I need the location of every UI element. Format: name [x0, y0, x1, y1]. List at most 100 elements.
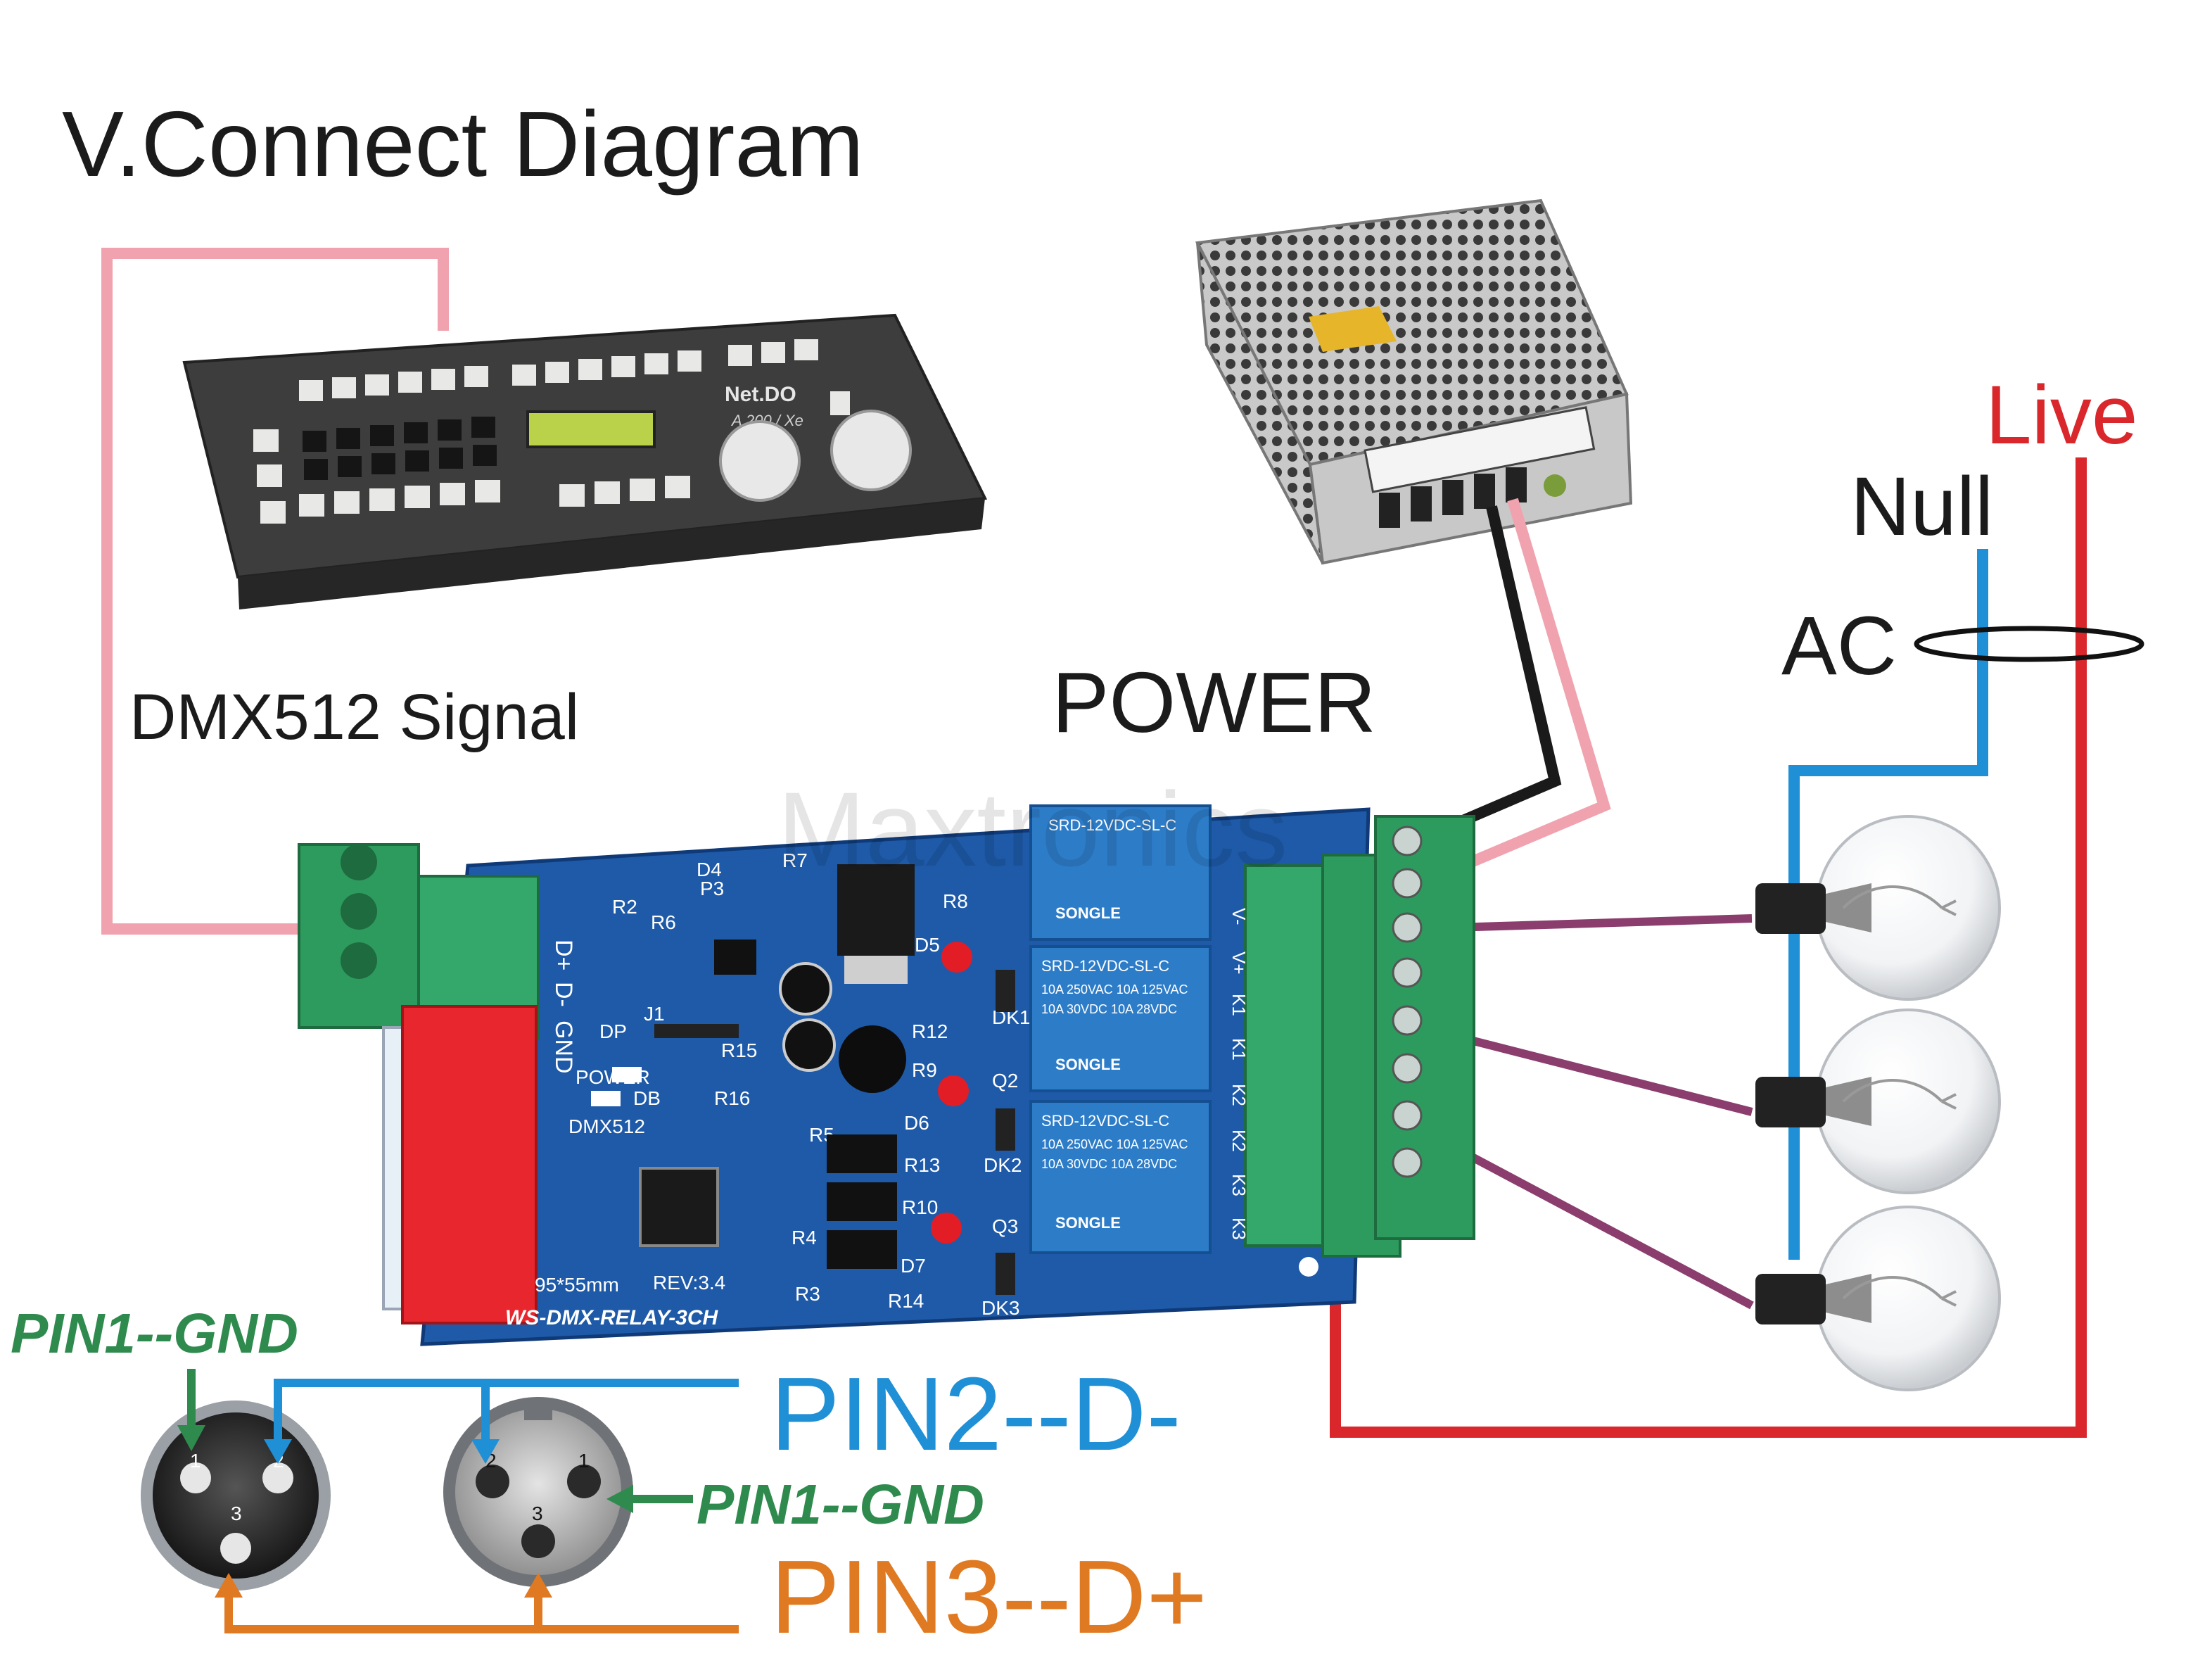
output-label-k2b: K2 [1228, 1130, 1250, 1152]
pin2-line [274, 1379, 739, 1443]
xlr-female-pin1: 1 [578, 1450, 590, 1472]
silk-dk3: DK3 [981, 1297, 1019, 1319]
lamp-3 [1755, 1206, 2001, 1391]
relay-k1-model: SRD-12VDC-SL-C [1048, 816, 1176, 834]
silk-r10: R10 [902, 1196, 938, 1218]
silk-r16: R16 [714, 1087, 750, 1109]
silk-q3: Q3 [992, 1215, 1018, 1237]
ac-label: AC [1781, 600, 1897, 693]
relay-k2-rating-2: 10A 30VDC 10A 28VDC [1041, 1002, 1177, 1016]
pin1-arrow-left [177, 1425, 205, 1451]
xlr-male-connector: 1 2 3 [141, 1400, 331, 1591]
pin2-label: PIN2--D- [770, 1356, 1181, 1472]
pin1-label-left: PIN1--GND [11, 1302, 298, 1365]
silk-p3: P3 [700, 878, 724, 899]
silk-d5: D5 [915, 934, 940, 956]
output-label-k2a: K2 [1228, 1084, 1250, 1106]
output-label-k3a: K3 [1228, 1174, 1250, 1196]
board-size: 95*55mm [535, 1274, 619, 1296]
pin2-arrow-female [471, 1439, 500, 1464]
silk-d4: D4 [697, 859, 722, 880]
relay-k2-rating-1: 10A 250VAC 10A 125VAC [1041, 982, 1188, 997]
output-label-v-plus: V+ [1228, 951, 1250, 975]
led-label-db: DB [633, 1087, 661, 1109]
terminal-label-d-minus: D- [550, 982, 577, 1007]
silk-r7: R7 [782, 849, 808, 871]
controller-dark-keys [303, 417, 497, 480]
output-label-k3b: K3 [1228, 1218, 1250, 1240]
silk-j1: J1 [644, 1003, 665, 1025]
live-label: Live [1985, 369, 2137, 462]
xlr-male-pin3: 3 [231, 1503, 242, 1524]
xlr-male-pin1: 1 [190, 1450, 201, 1472]
relay-k2: SRD-12VDC-SL-C 10A 250VAC 10A 125VAC 10A… [1029, 945, 1212, 1092]
relay-k3-brand: SONGLE [1055, 1214, 1121, 1232]
silk-r4: R4 [792, 1227, 817, 1248]
controller-wheel-right [830, 410, 912, 491]
watermark: Maxtronics [777, 770, 1288, 888]
terminal-label-d-plus: D+ [550, 940, 577, 970]
silk-r9: R9 [912, 1059, 937, 1081]
board-name: WS-DMX-RELAY-3CH [505, 1306, 719, 1329]
psu-terminal-strip [1364, 406, 1596, 528]
controller-wheel-left [719, 420, 801, 502]
output-label-k1b: K1 [1228, 1038, 1250, 1061]
pin3-label: PIN3--D+ [770, 1539, 1207, 1655]
pin3-arrow-female [524, 1573, 552, 1598]
controller-lcd [526, 410, 656, 448]
relay-k3: SRD-12VDC-SL-C 10A 250VAC 10A 125VAC 10A… [1029, 1100, 1212, 1254]
board-rev: REV:3.4 [653, 1272, 725, 1294]
psu-warning-label [1309, 306, 1397, 352]
silk-d6: D6 [904, 1112, 929, 1134]
output-labels: V- V+ K1 K1 K2 K2 K3 K3 [1228, 908, 1250, 1240]
power-supply [1195, 198, 1633, 565]
power-wire-positive [1418, 498, 1611, 889]
led-label-dp: DP [599, 1020, 627, 1042]
ac-cable-ring [1914, 626, 2144, 662]
relay-k3-rating-1: 10A 250VAC 10A 125VAC [1041, 1137, 1188, 1151]
output-label-k1a: K1 [1228, 994, 1250, 1016]
relay-k1: SRD-12VDC-SL-C SONGLE [1029, 804, 1212, 941]
controller-keys [253, 339, 850, 524]
relay-k3-rating-2: 10A 30VDC 10A 28VDC [1041, 1157, 1177, 1171]
controller-brand: Net.DO [725, 383, 796, 406]
power-label: POWER [1052, 655, 1376, 750]
output-label-v-minus: V- [1228, 908, 1250, 925]
pin3-arrow-male [215, 1573, 243, 1598]
xlr-female-connector: 2 1 3 [443, 1397, 633, 1587]
relay-board: D+ D- GND D4 P3 R7 R8 R2 R6 D5 J1 R15 R1… [298, 804, 1475, 1346]
silk-r2: R2 [612, 896, 637, 918]
output-terminal [1244, 815, 1475, 1258]
pin1-label-right: PIN1--GND [697, 1473, 984, 1536]
pin3-line [224, 1594, 739, 1633]
dmx-signal-label: DMX512 Signal [129, 681, 579, 753]
null-label: Null [1850, 460, 1993, 553]
relay-k2-model: SRD-12VDC-SL-C [1041, 957, 1169, 975]
relay-k1-brand: SONGLE [1055, 904, 1121, 922]
xlr-female-pin3: 3 [532, 1503, 543, 1524]
silk-r13: R13 [904, 1154, 940, 1176]
silkscreen-labels: D4 P3 R7 R8 R2 R6 D5 J1 R15 R16 DK1 R12 … [612, 849, 1030, 1319]
dmx-signal-wire [101, 248, 449, 935]
dmx-terminal-labels: D+ D- GND [550, 940, 577, 1074]
terminal-label-gnd: GND [550, 1020, 577, 1074]
dmx-controller: Net.DO A 200 / Xe [182, 313, 988, 609]
page-title: V.Connect Diagram [62, 92, 864, 196]
dip-switch [382, 1005, 538, 1324]
silk-r3: R3 [795, 1283, 820, 1305]
silk-dk2: DK2 [984, 1154, 1022, 1176]
silk-q2: Q2 [992, 1070, 1018, 1092]
led-label-dmx512: DMX512 [568, 1115, 645, 1137]
silk-r8: R8 [943, 890, 968, 912]
relay-k3-model: SRD-12VDC-SL-C [1041, 1112, 1169, 1130]
pin1-arrow-right [606, 1485, 633, 1513]
silk-r12: R12 [912, 1020, 948, 1042]
silk-r15: R15 [721, 1039, 757, 1061]
silk-d7: D7 [901, 1255, 926, 1277]
board-components [591, 864, 1015, 1295]
silk-r14: R14 [888, 1290, 924, 1312]
relay-k2-brand: SONGLE [1055, 1056, 1121, 1073]
lamp-1 [1755, 815, 2001, 1001]
